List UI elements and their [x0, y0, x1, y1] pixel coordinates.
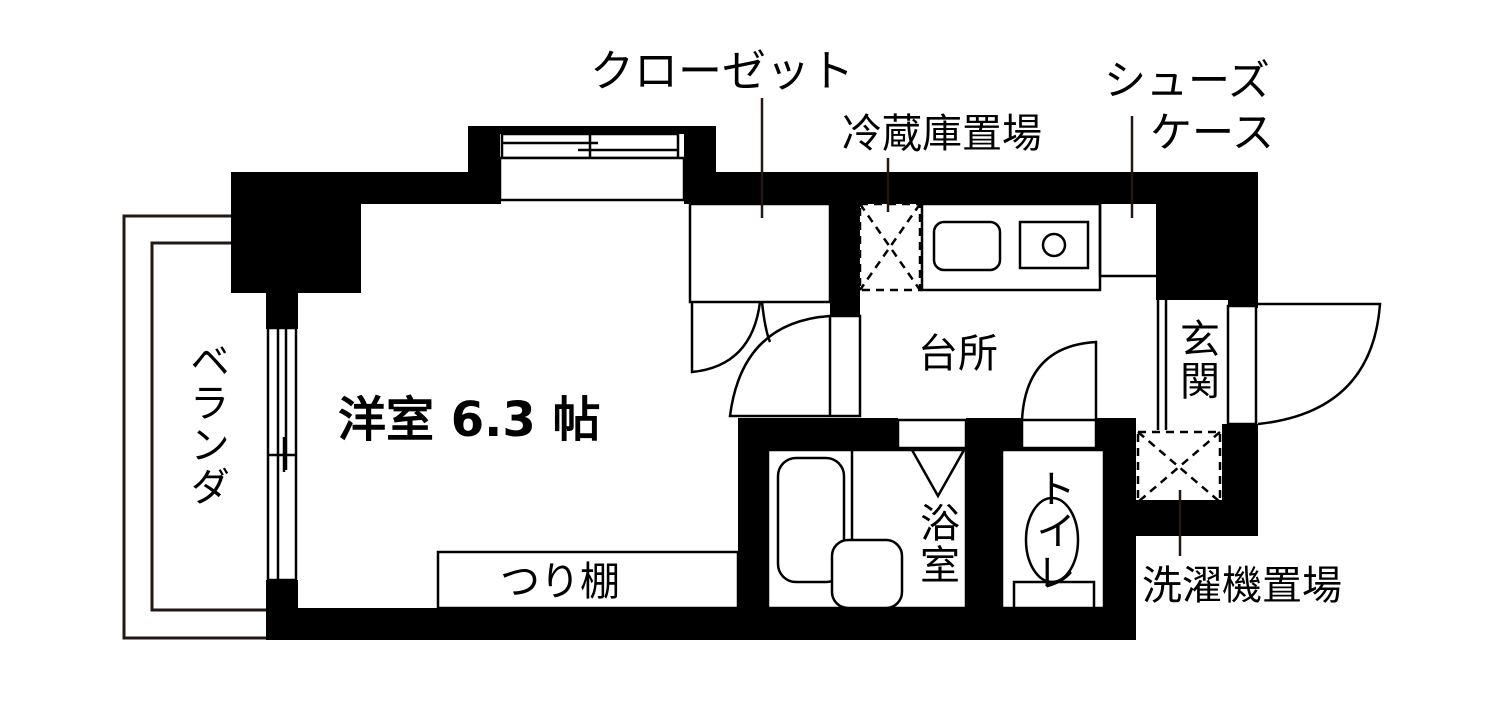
walls — [231, 126, 1258, 640]
shoe-case — [1098, 204, 1156, 278]
bathroom-label: 浴室 — [913, 502, 959, 586]
hanging-shelf — [436, 550, 740, 610]
bath-door — [896, 418, 968, 450]
room-door — [728, 314, 862, 418]
top-window — [498, 132, 686, 202]
shoe-case-callout-line2: ケース — [1150, 108, 1274, 157]
washer-space — [1136, 430, 1222, 504]
toilet-door — [1020, 340, 1098, 450]
closet-callout: クローゼット — [590, 46, 854, 97]
entrance-label: 玄関 — [1173, 318, 1219, 402]
main-room-label: 洋室 6.3 帖 — [338, 392, 601, 448]
fridge-space — [858, 202, 922, 292]
leader-lines — [760, 98, 1182, 556]
washer-space-callout: 洗濯機置場 — [1142, 563, 1342, 609]
shoe-case-callout-line1: シューズ — [1104, 56, 1270, 105]
balcony-label: ベランダ — [183, 340, 229, 508]
toilet-label: トイレ — [1029, 468, 1075, 594]
kitchen-label: 台所 — [918, 331, 998, 377]
fridge-space-callout: 冷蔵庫置場 — [842, 111, 1042, 157]
toilet — [1000, 448, 1106, 610]
hanging-shelf-label: つり棚 — [500, 559, 620, 605]
closet — [688, 202, 832, 374]
bathroom — [766, 448, 968, 610]
balcony-window — [266, 326, 298, 582]
kitchen-counter — [920, 202, 1102, 292]
balcony-outline — [122, 214, 268, 640]
entrance — [1156, 294, 1382, 430]
